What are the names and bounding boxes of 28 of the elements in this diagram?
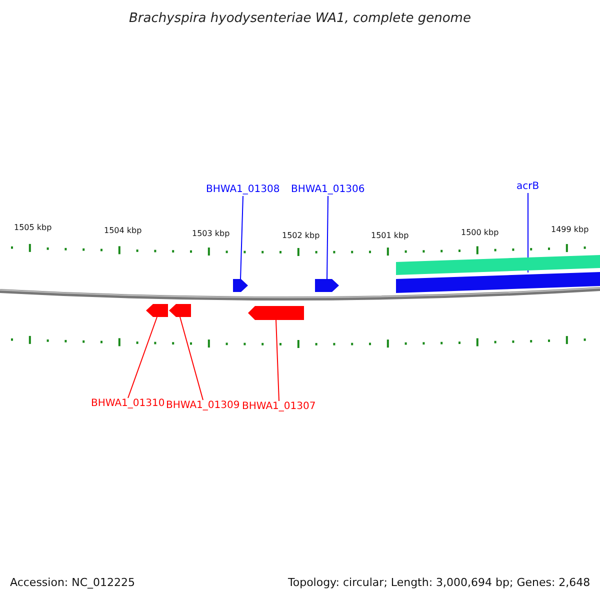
leader-line — [128, 316, 158, 398]
gene-label: BHWA1_01310 — [91, 399, 165, 409]
leader-line — [180, 316, 204, 400]
scale-label: 1505 kbp — [14, 224, 52, 232]
gene-arrow — [248, 306, 304, 320]
scale-label: 1502 kbp — [282, 232, 320, 240]
genome-info-text: Topology: circular; Length: 3,000,694 bp; Genes: 2,648 — [288, 576, 590, 588]
gene-label: acrB — [516, 182, 540, 192]
gene-label: BHWA1_01308 — [206, 185, 280, 195]
gene-arrow — [233, 279, 248, 292]
leader-line — [276, 320, 280, 402]
scale-label: 1500 kbp — [461, 229, 499, 237]
leader-line — [326, 196, 328, 280]
gene-arrow — [146, 304, 168, 317]
title: Brachyspira hyodysenteriae WA1, complete genome — [129, 12, 471, 24]
gene-label: BHWA1_01309 — [166, 401, 240, 411]
gene-arrow — [169, 304, 191, 317]
scale-label: 1504 kbp — [104, 227, 142, 235]
scale-label: 1501 kbp — [371, 232, 409, 240]
leader-line — [240, 196, 244, 280]
scale-label: 1499 kbp — [551, 226, 589, 234]
scale-label: 1503 kbp — [192, 230, 230, 238]
gene-arrow — [315, 279, 339, 292]
gene-label: BHWA1_01307 — [242, 402, 316, 412]
gene-label: BHWA1_01306 — [291, 185, 365, 195]
feature-bar — [396, 272, 600, 293]
feature-bar — [396, 255, 600, 275]
accession-text: Accession: NC_012225 — [10, 576, 136, 588]
